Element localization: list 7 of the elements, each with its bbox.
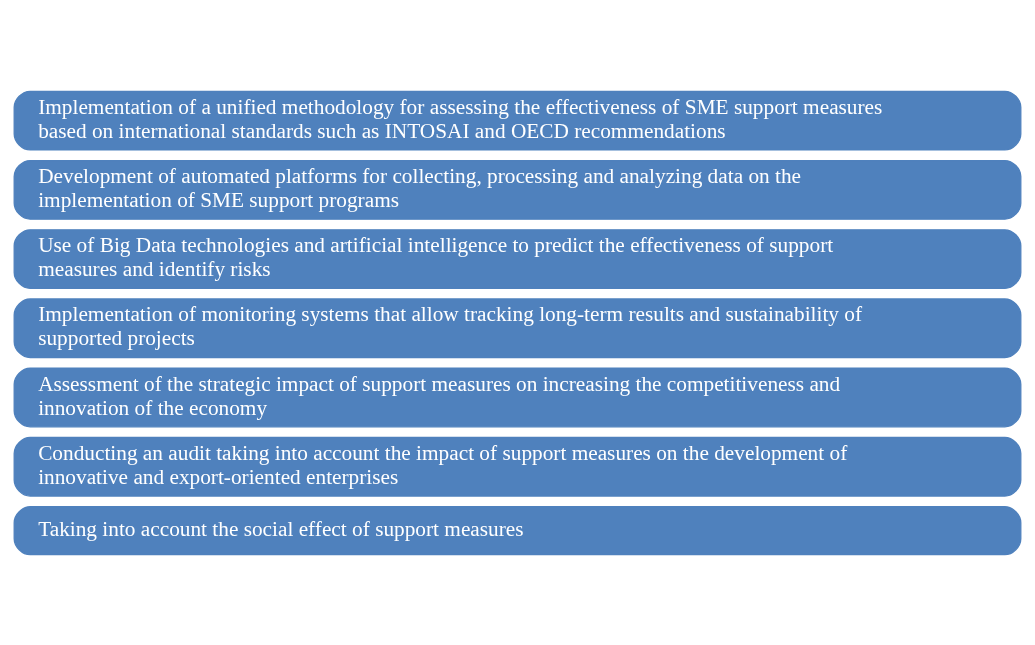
node-box: Assessment of the strategic impact of support measures on increasing the competitiveness and innovation of the economy — [13, 367, 1022, 427]
node-box: Implementation of monitoring systems that allow tracking long-term results and sustainability of supported projects — [13, 297, 1022, 358]
node-box: Use of Big Data technologies and artificial intelligence to predict the effectiveness of support measures and identify risks — [13, 228, 1022, 289]
node-box: Development of automated platforms for collecting, processing and analyzing data on the implementation of SME support programs — [13, 159, 1022, 220]
node-box: Conducting an audit taking into account the impact of support measures on the development of innovative and export-oriented enterprises — [13, 436, 1022, 497]
node-box: Implementation of a unified methodology for assessing the effectiveness of SME support measures based on international standards such as INTOSAI and OECD recommendations — [13, 90, 1022, 151]
node-box: Taking into account the social effect of support measures — [13, 505, 1022, 555]
